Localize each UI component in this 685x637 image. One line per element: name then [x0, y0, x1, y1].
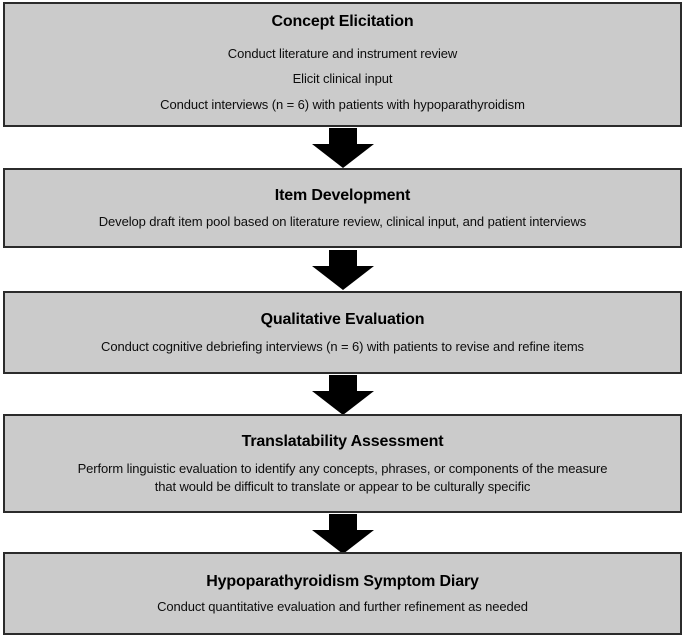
stage-description-line: Perform linguistic evaluation to identif… — [77, 461, 608, 494]
stage-description-line: Conduct literature and instrument review — [227, 45, 458, 61]
flow-stage-qualitative-evaluation: Qualitative Evaluation Conduct cognitive… — [3, 291, 682, 374]
down-arrow-icon — [311, 375, 374, 415]
stage-description-line: Conduct quantitative evaluation and furt… — [157, 598, 528, 614]
flow-stage-concept-elicitation: Concept Elicitation Conduct literature a… — [3, 2, 682, 127]
stage-description-line: Elicit clinical input — [292, 71, 393, 87]
stage-description: Conduct cognitive debriefing interviews … — [5, 338, 680, 356]
stage-description: Develop draft item pool based on literat… — [5, 213, 680, 231]
stage-description-line: Conduct interviews (n = 6) with patients… — [160, 96, 525, 112]
stage-title: Item Development — [274, 186, 411, 204]
stage-description: Conduct literature and instrument review… — [5, 41, 680, 118]
flow-stage-translatability-assessment: Translatability Assessment Perform lingu… — [3, 414, 682, 513]
stage-title: Concept Elicitation — [271, 12, 414, 30]
down-arrow-icon — [311, 128, 374, 168]
stage-description: Perform linguistic evaluation to identif… — [5, 460, 680, 495]
flow-stage-hypoparathyroidism-symptom-diary: Hypoparathyroidism Symptom Diary Conduct… — [3, 552, 682, 635]
stage-title: Translatability Assessment — [241, 432, 444, 450]
stage-title: Hypoparathyroidism Symptom Diary — [206, 572, 479, 590]
flow-stage-item-development: Item Development Develop draft item pool… — [3, 168, 682, 248]
stage-description-line: Develop draft item pool based on literat… — [98, 213, 587, 229]
stage-description: Conduct quantitative evaluation and furt… — [5, 598, 680, 616]
down-arrow-icon — [311, 514, 374, 554]
stage-description-line: Conduct cognitive debriefing interviews … — [101, 338, 584, 354]
down-arrow-icon — [311, 250, 374, 290]
stage-title: Qualitative Evaluation — [260, 310, 425, 328]
